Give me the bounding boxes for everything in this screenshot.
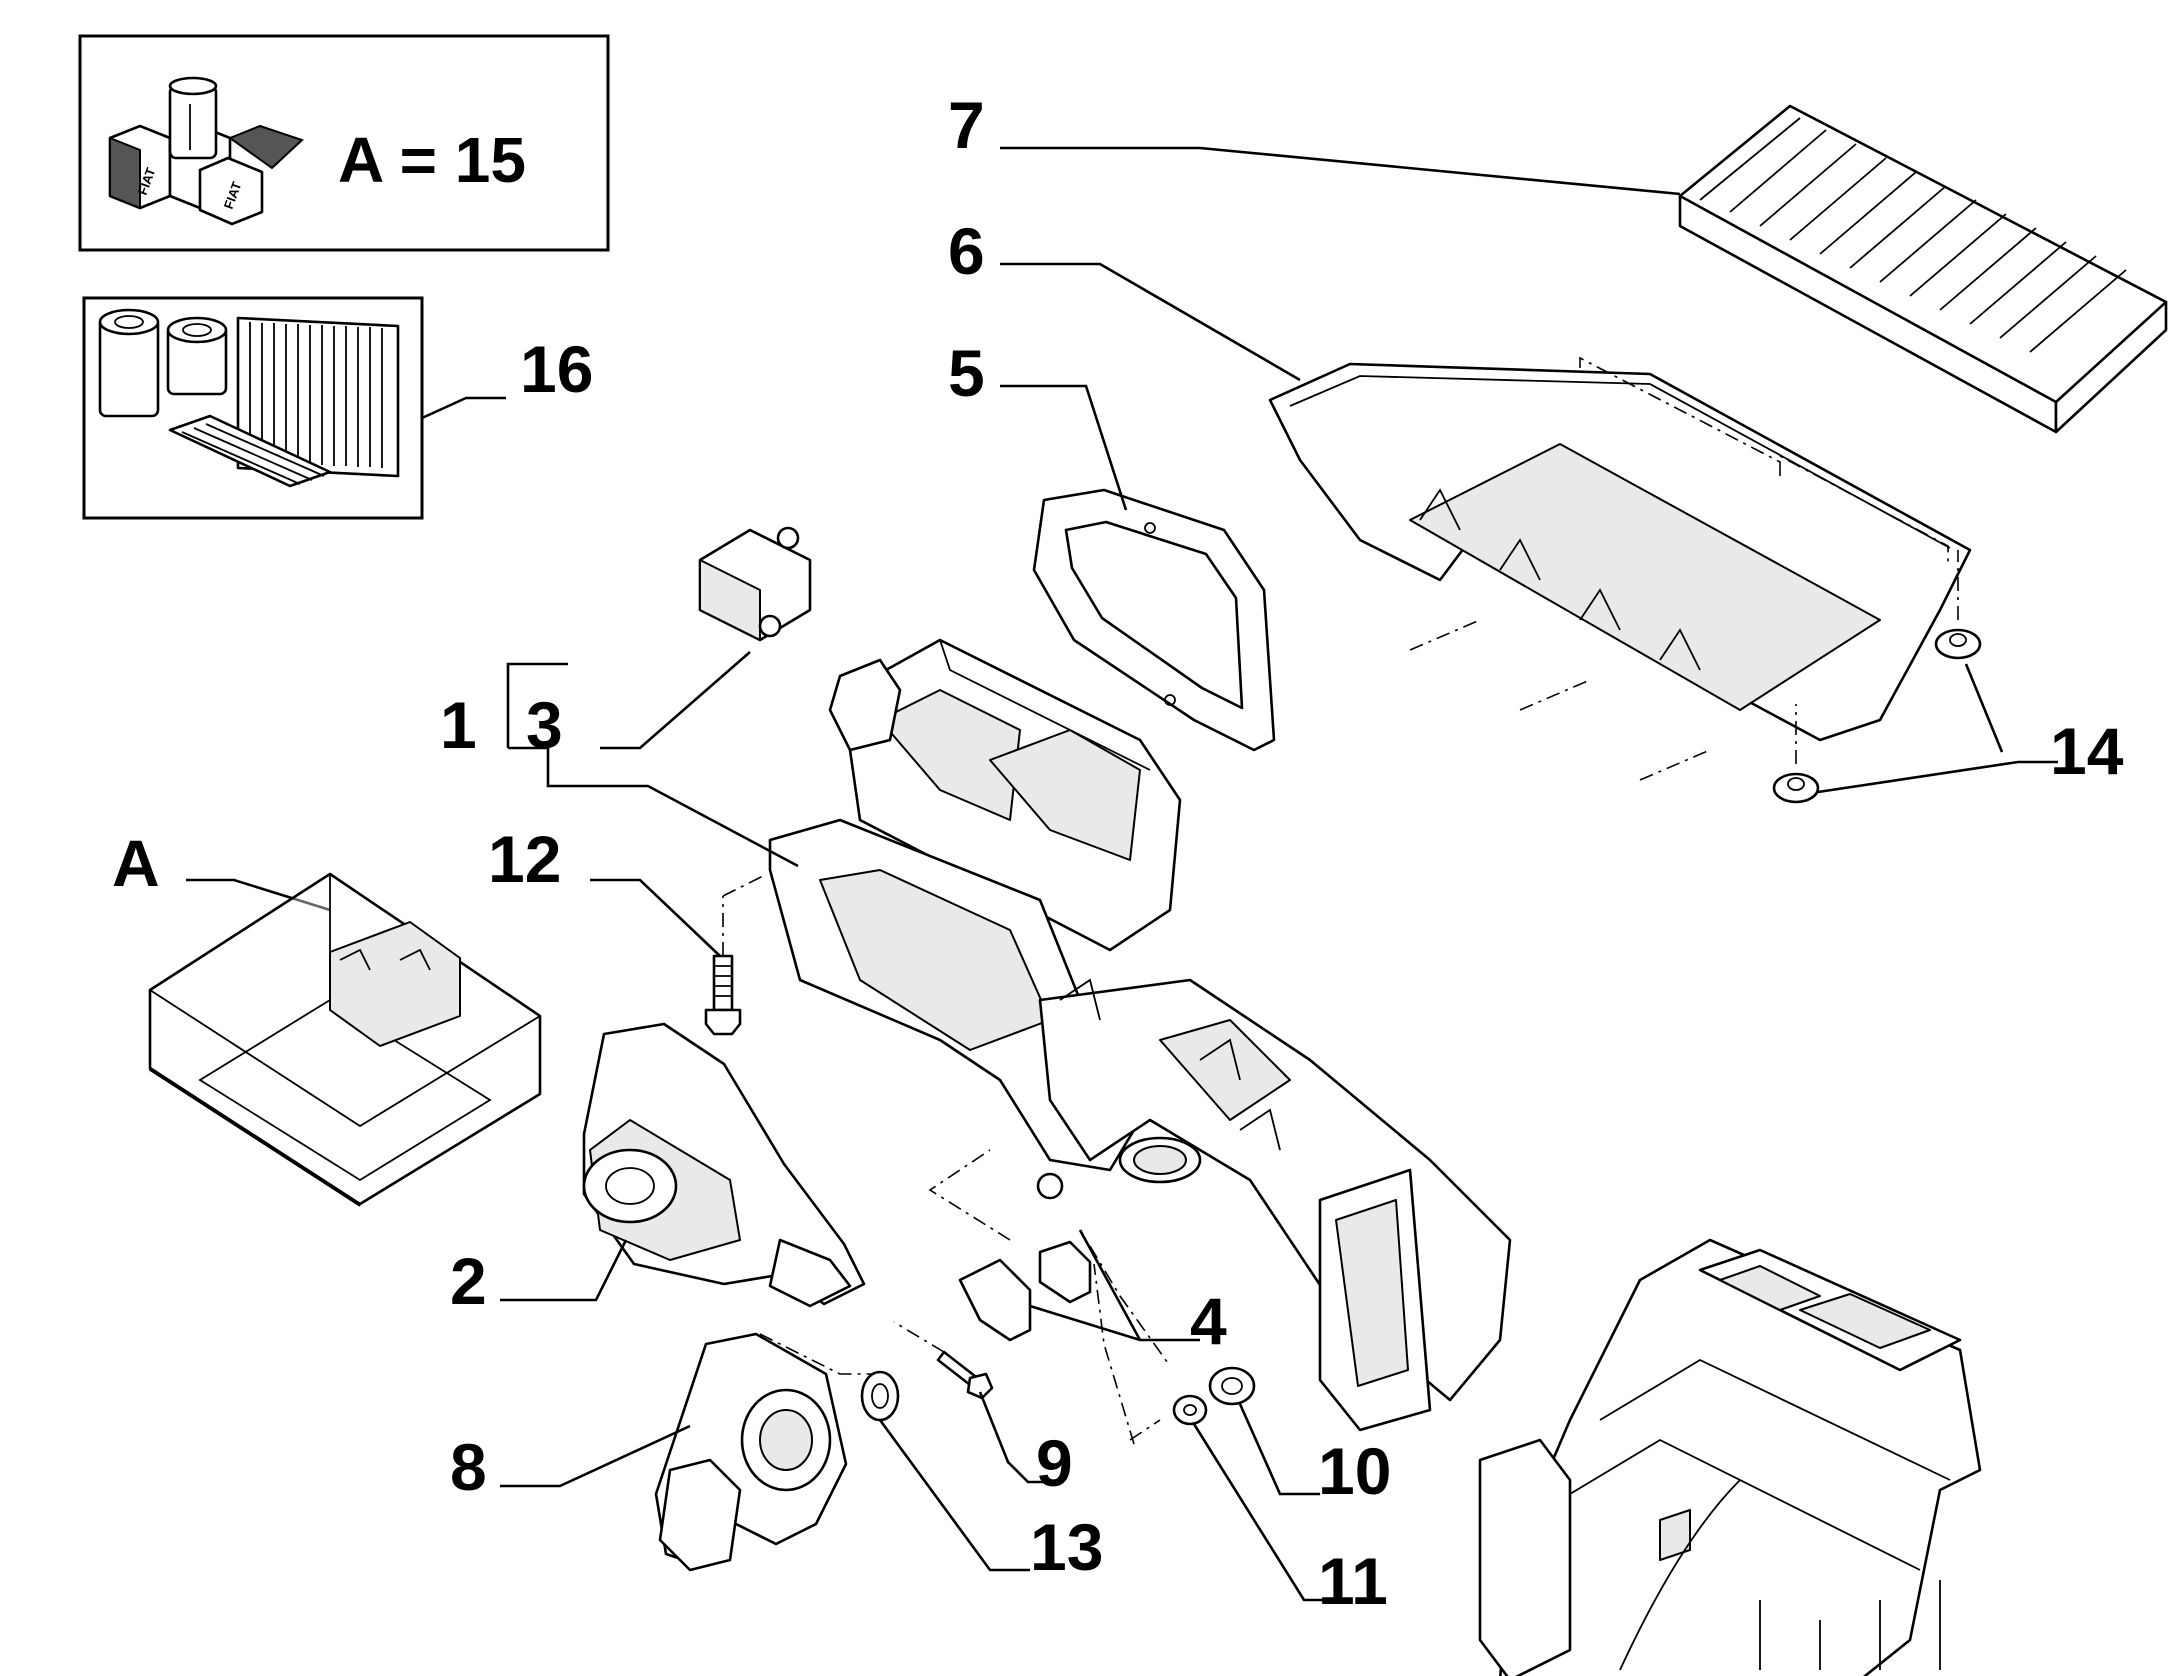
- gasket-part-5: 5: [948, 336, 1276, 752]
- washer-part-11: 11: [1093, 1263, 1388, 1618]
- legend-a-label: A = 15: [338, 124, 526, 196]
- callout-9: 9: [1036, 1426, 1073, 1500]
- fan-part-8: 8: [450, 1332, 880, 1572]
- callout-12: 12: [488, 822, 561, 896]
- blower-housing-part-1: 1: [440, 638, 1512, 1432]
- legend-box-a: FIAT FIAT A = 15: [78, 34, 610, 252]
- kit-package-icon: A: [112, 826, 542, 1207]
- callout-8: 8: [450, 1430, 487, 1504]
- callout-2: 2: [450, 1244, 487, 1318]
- oil-filter-icon: [168, 76, 218, 160]
- callout-7: 7: [948, 88, 985, 162]
- clip-part-4: 4: [928, 1149, 1227, 1367]
- screw-part-9: 9: [893, 1321, 1073, 1500]
- screw-part-12: 12: [488, 822, 764, 1036]
- callout-5: 5: [948, 336, 985, 410]
- callout-13: 13: [1030, 1510, 1103, 1584]
- cabin-filter-part-7: 7: [948, 88, 2168, 434]
- kit-letter: A: [112, 826, 160, 900]
- callout-1: 1: [440, 688, 477, 762]
- callout-11: 11: [1318, 1544, 1388, 1618]
- callout-16: 16: [520, 332, 593, 406]
- nut-part-13: 13: [860, 1370, 1103, 1584]
- callout-10: 10: [1318, 1434, 1391, 1508]
- blower-motor-part-2: 2: [450, 1022, 866, 1318]
- nut-part-10: 10: [1208, 1366, 1391, 1508]
- cabin-filter-icon: [168, 414, 332, 488]
- oil-filter-icon: [98, 308, 228, 418]
- callout-3: 3: [526, 688, 563, 762]
- callout-14: 14: [2050, 714, 2124, 788]
- hvac-unit-context: [1478, 1238, 1982, 1676]
- legend-box-16: 16: [82, 296, 593, 520]
- actuator-part-3: 3: [526, 526, 812, 762]
- callout-4: 4: [1190, 1284, 1227, 1358]
- filter-housing-part-6: 6: [948, 214, 1972, 781]
- callout-6: 6: [948, 214, 985, 288]
- air-filter-icon: [236, 316, 400, 478]
- grommet-part-14: 14: [1772, 550, 2124, 804]
